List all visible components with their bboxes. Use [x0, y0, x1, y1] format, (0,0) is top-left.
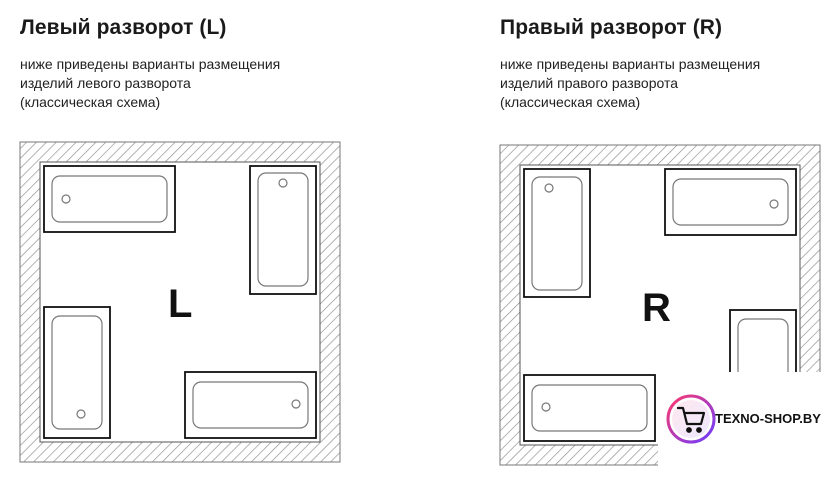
right-room: R [499, 144, 821, 466]
right-bathtub-bottom-left [523, 374, 656, 442]
right-room-letter: R [642, 286, 671, 330]
left-room: L [19, 141, 341, 463]
left-heading: Левый разворот (L) [20, 16, 227, 39]
texno-shop-logo: TEXNO-SHOP.BY [658, 372, 840, 468]
right-description: ниже приведены варианты размещения издел… [500, 56, 761, 110]
left-description: ниже приведены варианты размещения издел… [20, 56, 281, 110]
logo-text: TEXNO-SHOP.BY [715, 411, 821, 426]
left-bathtub-top-left [43, 165, 176, 233]
left-bathtub-top-right [249, 165, 317, 295]
left-bathtub-bottom-left [43, 306, 111, 439]
left-bathtub-bottom-right [184, 371, 317, 439]
left-room-letter: L [168, 282, 192, 326]
shopping-cart-icon [676, 406, 706, 433]
right-bathtub-top-right [664, 168, 797, 236]
right-bathtub-top-left [523, 168, 591, 298]
right-heading: Правый разворот (R) [500, 16, 723, 39]
